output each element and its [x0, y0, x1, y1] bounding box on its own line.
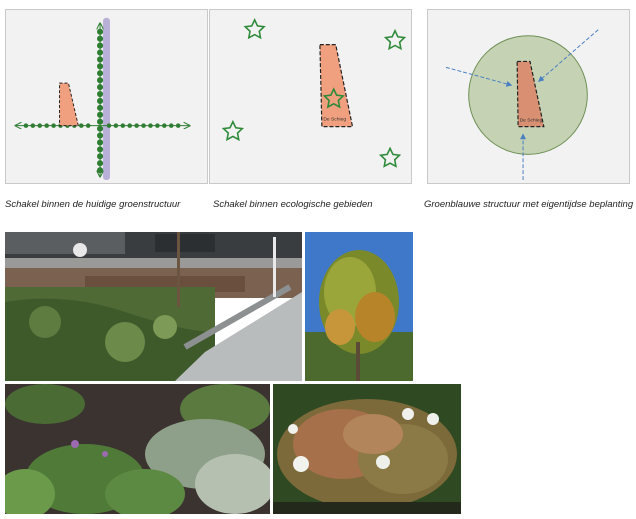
tree-dot: [30, 123, 36, 128]
tree-dot: [155, 123, 160, 128]
star-icon: [378, 146, 402, 168]
tree-dot: [162, 123, 167, 128]
tree-dot: [97, 111, 104, 118]
star-icon: [322, 87, 345, 109]
tree-dot: [97, 146, 104, 153]
tree-dot: [106, 123, 112, 128]
tree-dot: [97, 42, 104, 49]
lane-strip: [103, 17, 110, 181]
photo-street-bioswale: [5, 232, 302, 381]
tree-dot: [85, 123, 91, 128]
tree-dot: [97, 56, 104, 63]
tree-dot: [127, 123, 133, 128]
star-icon: [383, 28, 407, 51]
site-shape: [319, 44, 354, 128]
tree-dot: [97, 104, 104, 111]
tree-dot: [97, 118, 104, 125]
tree-dot: [97, 84, 104, 91]
tree-dot: [44, 123, 49, 128]
star-icon: [243, 18, 266, 40]
site-shape: [59, 82, 79, 127]
diagram-ecological-areas: De Schieg: [209, 9, 412, 184]
caption-green-structure: Schakel binnen de huidige groenstructuur: [5, 199, 181, 210]
arrow-icon: [537, 29, 599, 82]
green-structure-map: [6, 17, 207, 181]
tree-dot: [97, 97, 104, 105]
tree-dot: [97, 160, 104, 167]
tree-dot: [148, 123, 153, 128]
tree-dot: [79, 123, 84, 128]
caption-ecological-areas: Schakel binnen ecologische gebieden: [213, 199, 373, 210]
diagram-green-blue-structure: De Schieg: [427, 9, 630, 184]
photo-oakleaf-hydrangea: [273, 384, 461, 514]
tree-dot: [134, 123, 139, 128]
tree-dot: [120, 123, 126, 128]
tree-dot: [97, 77, 104, 84]
tree-dot: [175, 123, 181, 128]
tree-dot: [97, 63, 104, 70]
tree-dot: [168, 123, 174, 128]
tree-dot: [51, 123, 56, 128]
green-blue-map: De Schieg: [445, 29, 599, 181]
tree-dot: [97, 28, 104, 35]
site-shape: [516, 60, 545, 128]
tree-dot: [141, 123, 146, 128]
tree-dot: [97, 70, 104, 77]
tree-dot: [97, 90, 104, 98]
tree-dot: [97, 35, 104, 42]
ecological-areas-map: De Schieg: [221, 18, 407, 168]
arrow-icon: [445, 66, 513, 87]
photo-tree-autumn: [305, 232, 413, 381]
tree-dot: [97, 153, 104, 160]
tree-dot: [97, 132, 104, 139]
diagram-green-structure: [5, 9, 208, 184]
star-icon: [221, 119, 245, 142]
tree-dot: [113, 123, 119, 128]
tree-dot: [97, 167, 104, 174]
tree-dot: [23, 123, 29, 128]
tree-dots-vertical: [97, 28, 104, 174]
tree-dot: [97, 49, 104, 56]
caption-green-blue-structure: Groenblauwe structuur met eigentijdse be…: [424, 199, 634, 210]
photo-shade-perennials: [5, 384, 270, 514]
tree-dot: [97, 139, 104, 146]
site-label: De Schieg: [323, 117, 346, 123]
tree-dot: [37, 123, 43, 128]
tree-dot: [97, 125, 104, 132]
site-label: De Schieg: [520, 118, 543, 124]
